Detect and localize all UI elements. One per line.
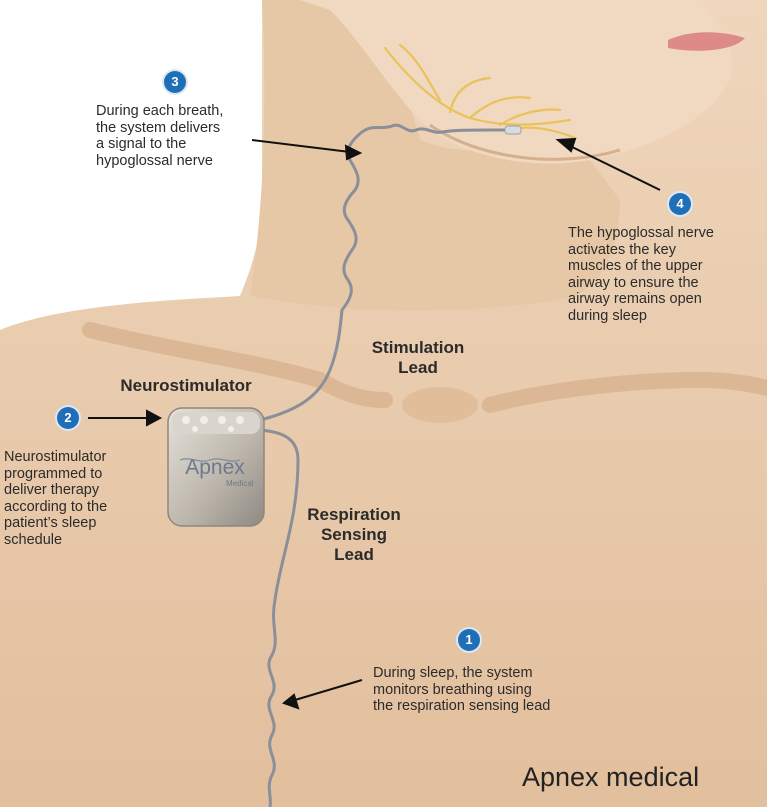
step-text-2: Neurostimulator programmed to deliver th… [4,449,164,548]
step-badge-4: 4 [669,193,691,215]
step-text-1: During sleep, the system monitors breath… [373,665,603,715]
step-badge-3: 3 [164,71,186,93]
step-text-4: The hypoglossal nerve activates the key … [568,225,763,324]
step-badge-1: 1 [458,629,480,651]
step-text-3: During each breath, the system delivers … [96,103,296,169]
credit-caption: Apnex medical [522,762,699,793]
device-sub: Medical [226,479,254,488]
respiration-lead-label: Respiration Sensing Lead [290,505,418,565]
neurostimulator-label: Neurostimulator [96,376,276,396]
step-badge-2: 2 [57,407,79,429]
device-brand: Apnex [185,456,245,479]
stimulation-lead-label: Stimulation Lead [358,338,478,378]
